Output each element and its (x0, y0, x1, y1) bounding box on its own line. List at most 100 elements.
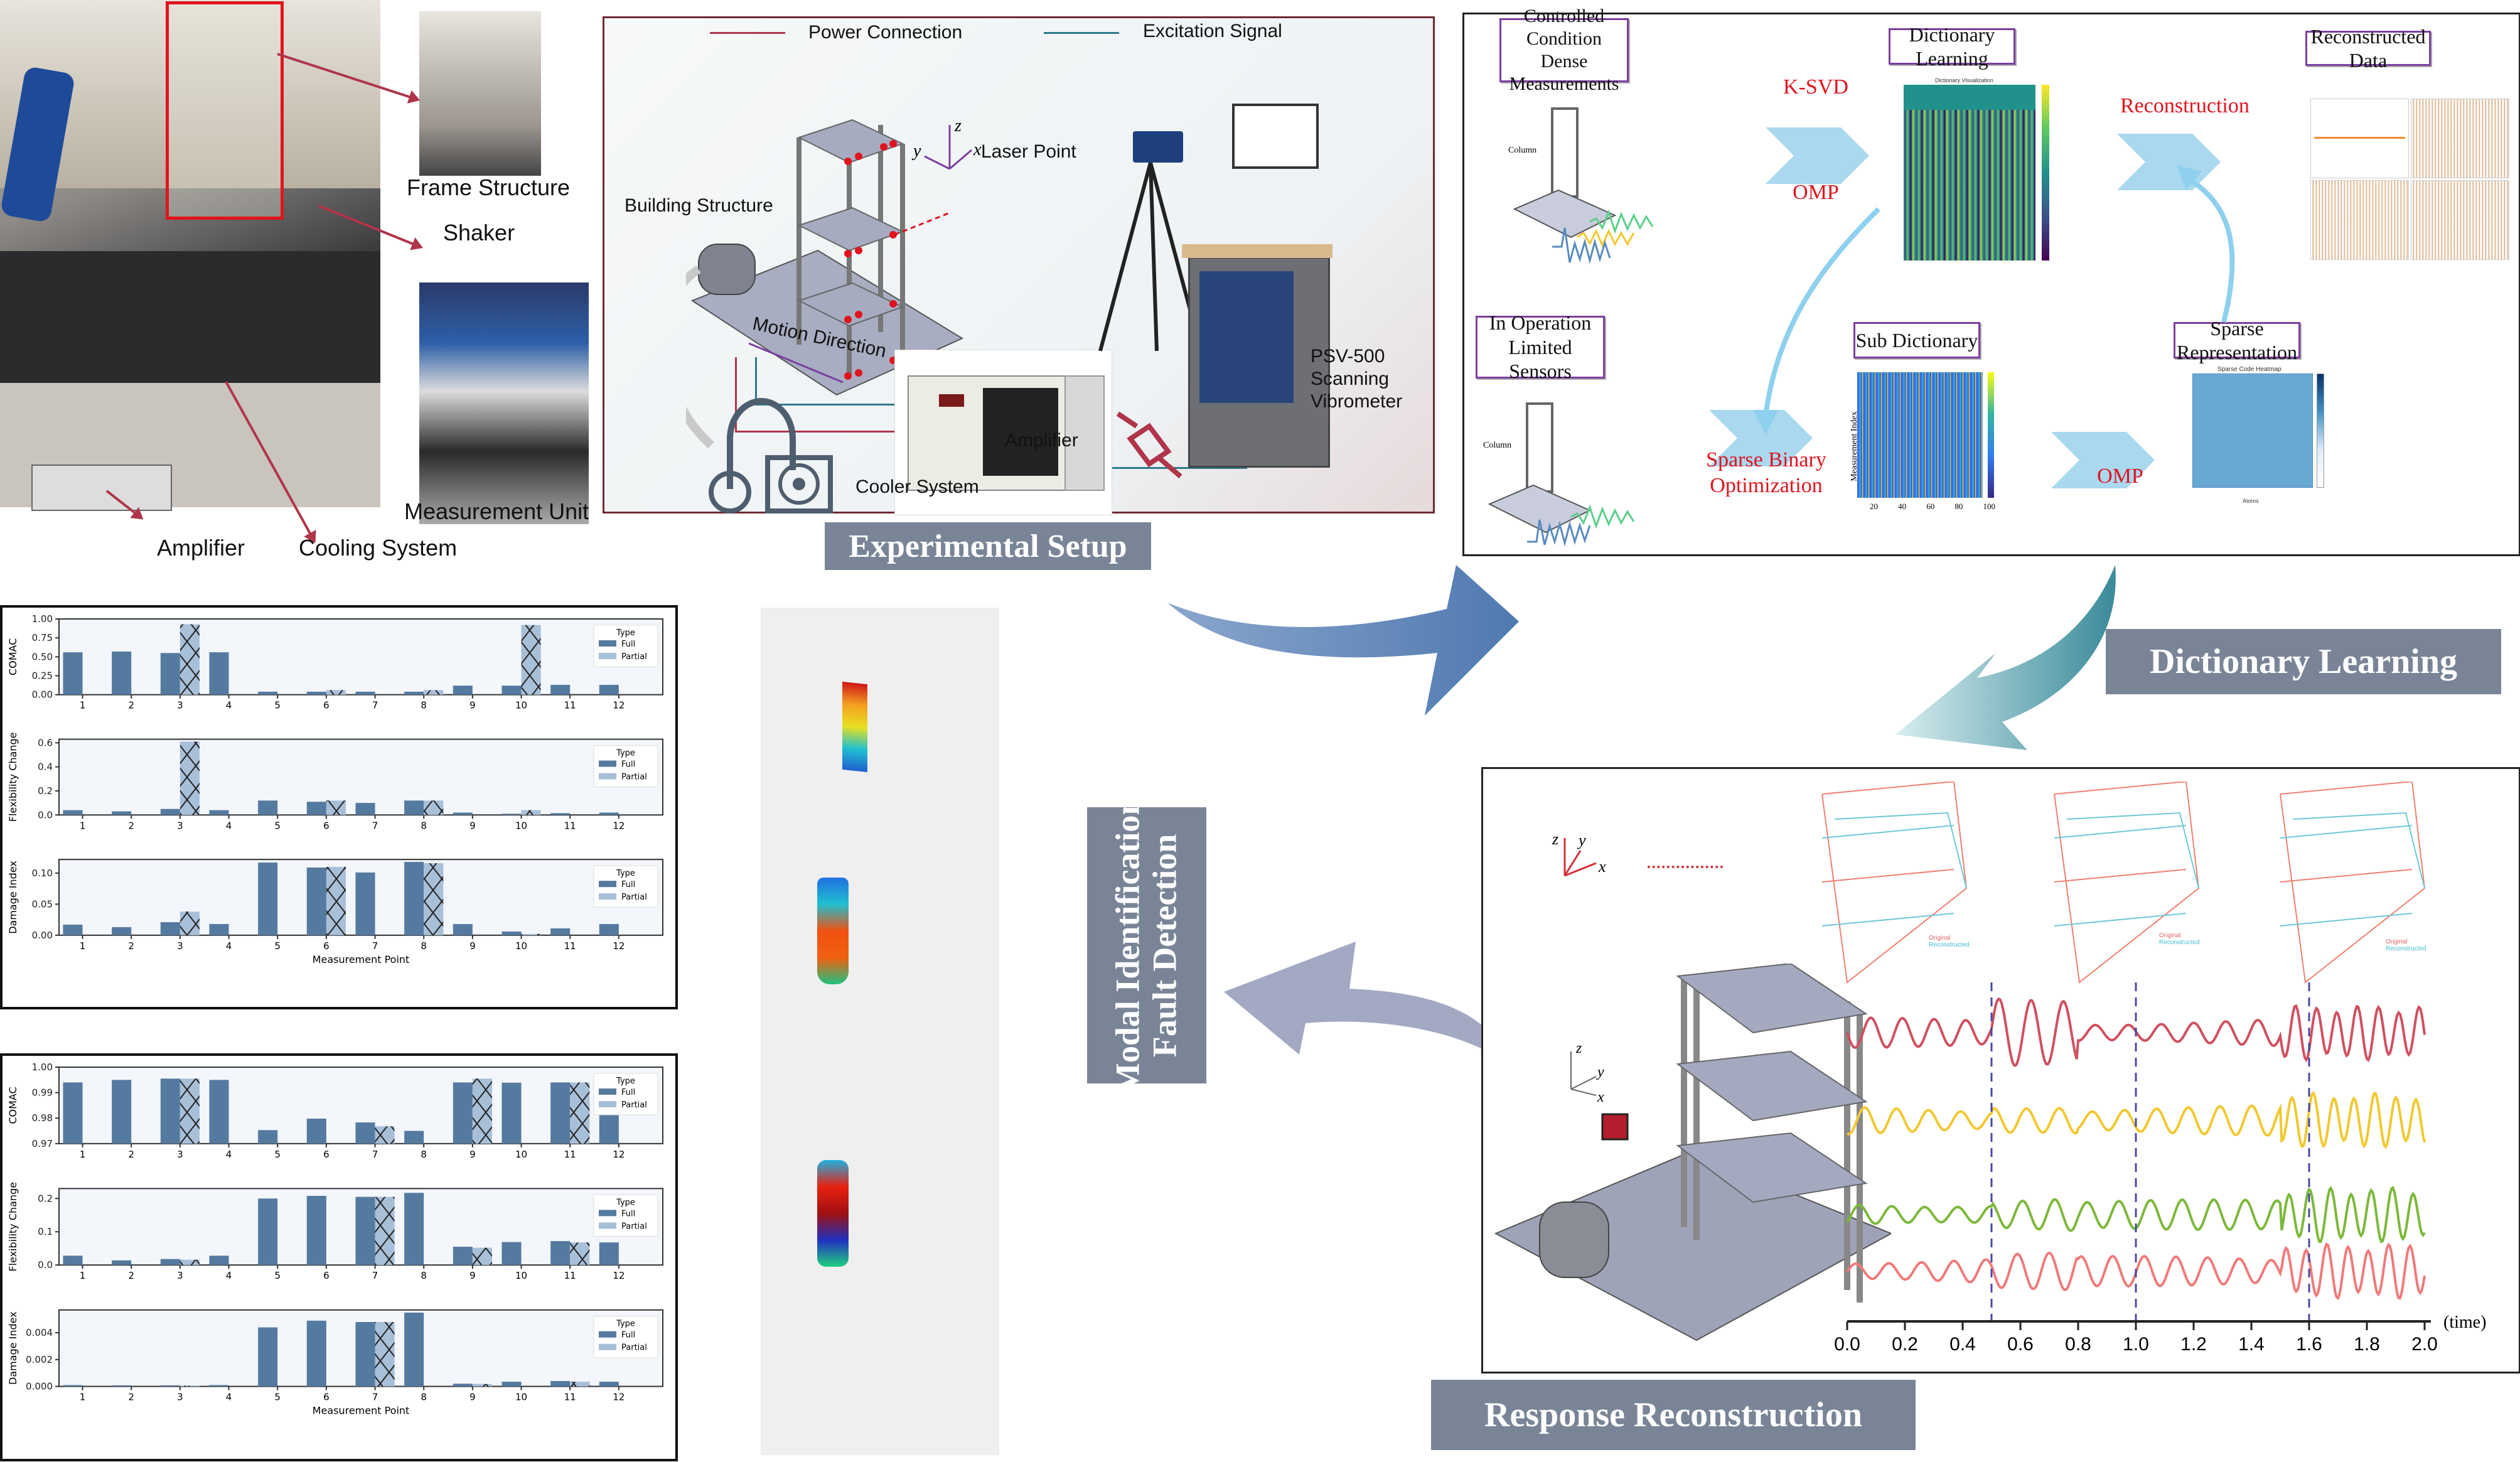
x-tick-label: 3 (177, 820, 183, 831)
time-axis-label: (time) (2443, 1313, 2486, 1332)
y-tick-label: 0.00 (32, 689, 53, 701)
limited-sensor-sketch: Column (1483, 402, 1635, 547)
rack-top-unit (1199, 271, 1294, 403)
bar-full (355, 1196, 375, 1266)
y-tick-label: 0.002 (26, 1354, 53, 1365)
bar-full (63, 1385, 83, 1387)
y-tick-label: 0.004 (26, 1327, 53, 1338)
motion-arrow (748, 342, 844, 384)
x-tick-label: 4 (226, 1392, 232, 1403)
banner-dictionary-learning: Dictionary Learning (2106, 629, 2501, 694)
bar-full (306, 1320, 326, 1387)
chevron-sparse-binary (1709, 410, 1813, 466)
x-tick-label: 6 (323, 1270, 330, 1281)
legend-entry: Partial (621, 893, 647, 902)
x-tick-label: 2 (128, 1149, 134, 1160)
x-tick-label: 6 (323, 700, 330, 711)
x-axis-label: Measurement Point (313, 1405, 410, 1417)
time-tick-label: 1.2 (2180, 1334, 2207, 1355)
bar-full (453, 685, 473, 695)
bar-full (404, 1193, 424, 1266)
y-tick-label: 0.25 (32, 670, 53, 682)
excitation-wire-vib (1112, 467, 1247, 469)
recon-y: y (1577, 831, 1586, 849)
y-axis-label: Damage Index (7, 861, 19, 934)
bar-full (550, 1241, 571, 1266)
label-amplifier: Amplifier (157, 535, 245, 561)
method-sparse-binary-line1: Sparse Binary (1706, 448, 1826, 471)
frame-legend-2: Original Reconstructed (2158, 931, 2201, 947)
power-plug-icon (1116, 411, 1182, 479)
y-tick-label: 0.000 (26, 1381, 53, 1392)
recon-subplot-4 (2411, 180, 2509, 260)
x-tick-label: 3 (177, 1270, 183, 1281)
label-amplifier: Amplifier (1005, 430, 1078, 451)
time-tick-label: 1.8 (2354, 1334, 2380, 1355)
shaker-body (698, 244, 756, 295)
amplifier-grille (983, 388, 1058, 476)
x-tick-label: 2 (128, 820, 134, 831)
x-tick-label: 3 (177, 1149, 183, 1160)
legend-entry: Partial (621, 652, 647, 662)
signal-blue (1552, 227, 1611, 264)
y-axis-label: Damage Index (7, 1311, 19, 1385)
bar-partial (472, 1384, 492, 1387)
x-tick-label: 1 (80, 700, 86, 711)
bar-partial (180, 1078, 200, 1144)
banner-response-reconstruction: Response Reconstruction (1431, 1380, 1916, 1450)
legend-title: Type (616, 1077, 635, 1086)
bar-full (63, 810, 83, 815)
box-reconstructed-data: Reconstructed Data (2305, 25, 2431, 72)
y-tick-label: 0.0 (38, 809, 53, 820)
bar-full (501, 1242, 522, 1266)
recon-subplot-1 (2310, 99, 2409, 178)
bar-full (404, 862, 424, 935)
y-tick-label: 0.50 (32, 651, 53, 662)
bar-full (550, 813, 571, 815)
bar-full (306, 691, 326, 695)
label-measurement-unit: Measurement Unit (404, 498, 589, 524)
x-tick-label: 11 (564, 700, 576, 711)
x-tick-label: 12 (613, 1149, 625, 1160)
x-tick-label: 2 (128, 1270, 134, 1281)
x-tick-label: 1 (80, 1149, 86, 1160)
axis-z-label: z (954, 116, 962, 136)
x-tick-label: 2 (128, 1392, 134, 1403)
bar-partial (326, 867, 346, 935)
label-vibrometer-2: Scanning (1311, 368, 1390, 389)
x-tick-label: 8 (421, 820, 427, 831)
response-reconstruction-panel: z y x Original Reconstructed Original Re… (1481, 767, 2520, 1373)
bar-full (453, 924, 473, 935)
axis-y-label: y (911, 141, 921, 161)
y-axis-label: Flexibility Change (7, 1182, 19, 1272)
y-tick-label: 0.1 (38, 1226, 53, 1237)
column-label-bottom: Column (1483, 441, 1511, 450)
banner-modal-line2: Fault Detection (1146, 834, 1184, 1057)
banner-modal-line1: Modal Identification (1108, 796, 1147, 1095)
box-dictionary-learning: Dictionary Learning (1889, 23, 2015, 70)
bar-full (453, 812, 473, 815)
chevron-ksvd (1766, 127, 1869, 184)
signal-green (1589, 209, 1654, 234)
bar-partial (375, 1196, 395, 1266)
legend-entry: Full (621, 1088, 635, 1097)
recon-building-model (1494, 964, 1891, 1341)
frame-legend-1: Original Reconstructed (1928, 933, 1971, 950)
bar-full (258, 691, 278, 695)
amplifier-device (31, 465, 172, 511)
bar-partial (472, 1078, 492, 1144)
x-tick-label: 6 (323, 1149, 330, 1160)
legend-title: Type (616, 749, 635, 758)
bar-full (501, 1082, 522, 1144)
bar-full (209, 652, 229, 695)
y-tick-label: 0.4 (38, 761, 53, 773)
label-building-structure: Building Structure (625, 195, 773, 216)
box-in-operation-line2: Limited Sensors (1508, 335, 1572, 383)
time-tick-label: 0.0 (1835, 1334, 1860, 1355)
frame-structure-photo (419, 11, 541, 176)
x-tick-label: 10 (515, 1392, 527, 1403)
x-tick-label: 7 (372, 940, 378, 952)
x-tick-label: 2 (128, 940, 134, 952)
